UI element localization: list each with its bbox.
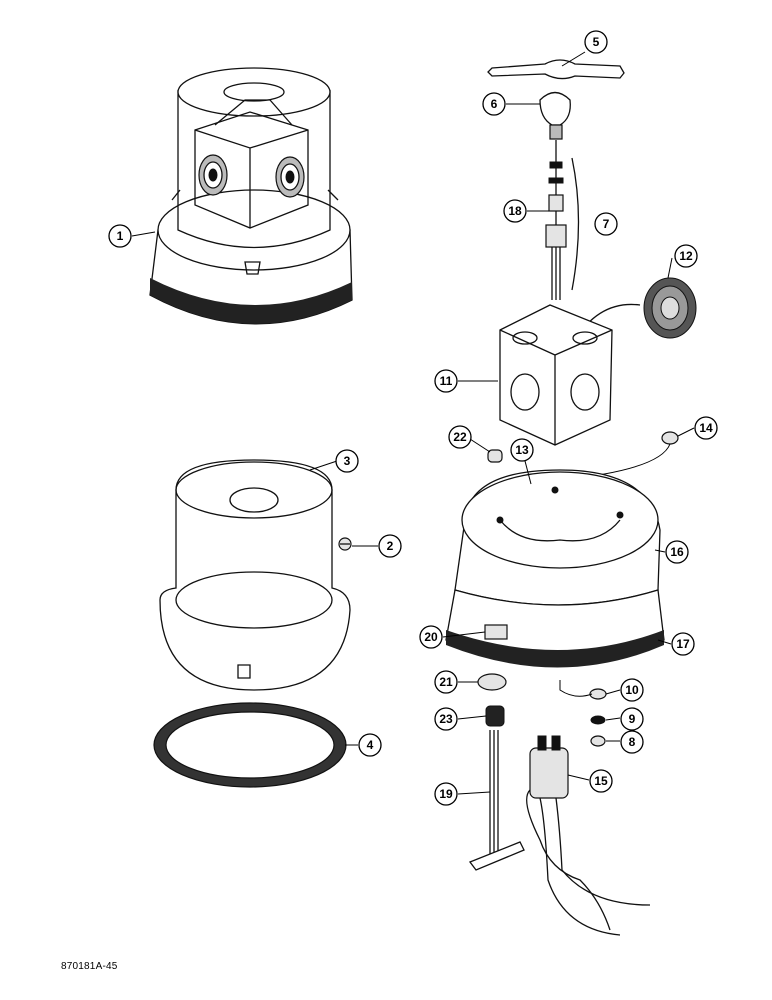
- callout-16: 16: [665, 540, 689, 564]
- callout-22: 22: [448, 425, 472, 449]
- svg-text:12: 12: [679, 249, 693, 263]
- callout-3: 3: [335, 449, 359, 473]
- svg-text:2: 2: [387, 539, 394, 553]
- svg-text:19: 19: [439, 787, 453, 801]
- svg-text:8: 8: [629, 735, 636, 749]
- nut-23: [485, 705, 505, 727]
- svg-text:21: 21: [439, 675, 453, 689]
- svg-text:22: 22: [453, 430, 467, 444]
- washer-10: [589, 688, 607, 700]
- figure-code: 870181A-45: [61, 961, 118, 972]
- callout-5: 5: [584, 30, 608, 54]
- connector-cable: [526, 735, 651, 936]
- item-7-brace: [571, 157, 580, 291]
- bracket-wrench: [487, 59, 625, 80]
- callout-2: 2: [378, 534, 402, 558]
- callout-7: 7: [594, 212, 618, 236]
- callout-8: 8: [620, 730, 644, 754]
- svg-text:23: 23: [439, 712, 453, 726]
- callout-10: 10: [620, 678, 644, 702]
- svg-text:6: 6: [491, 97, 498, 111]
- callout-14: 14: [694, 416, 718, 440]
- svg-text:14: 14: [699, 421, 713, 435]
- callout-12: 12: [674, 244, 698, 268]
- t-bolt: [468, 730, 525, 871]
- svg-text:10: 10: [625, 683, 639, 697]
- lens-dome: [159, 459, 351, 691]
- svg-text:15: 15: [594, 774, 608, 788]
- callout-17: 17: [671, 632, 695, 656]
- callout-18: 18: [503, 199, 527, 223]
- lamp-bracket-cube: [499, 304, 613, 446]
- assembled-beacon: [149, 67, 353, 325]
- svg-text:4: 4: [367, 738, 374, 752]
- svg-text:3: 3: [344, 454, 351, 468]
- callout-9: 9: [620, 707, 644, 731]
- svg-text:1: 1: [117, 229, 124, 243]
- svg-text:9: 9: [629, 712, 636, 726]
- svg-text:16: 16: [670, 545, 684, 559]
- svg-text:20: 20: [424, 630, 438, 644]
- callout-6: 6: [482, 92, 506, 116]
- callout-20: 20: [419, 625, 443, 649]
- socket-stack: [545, 140, 567, 300]
- svg-text:13: 13: [515, 443, 529, 457]
- svg-text:5: 5: [593, 35, 600, 49]
- reflector: [569, 277, 697, 341]
- bulb: [539, 91, 571, 140]
- callout-23: 23: [434, 707, 458, 731]
- gasket: [153, 702, 347, 788]
- svg-text:17: 17: [676, 637, 690, 651]
- callout-21: 21: [434, 670, 458, 694]
- washer-9: [590, 715, 606, 725]
- svg-text:18: 18: [508, 204, 522, 218]
- nut-8: [590, 735, 606, 747]
- callout-4: 4: [358, 733, 382, 757]
- base-housing: [445, 469, 665, 668]
- callout-1: 1: [108, 224, 132, 248]
- svg-text:7: 7: [603, 217, 610, 231]
- screw: [338, 537, 364, 551]
- callout-13: 13: [510, 438, 534, 462]
- svg-text:11: 11: [440, 374, 453, 388]
- wire-lead: [559, 680, 593, 697]
- callout-15: 15: [589, 769, 613, 793]
- callout-11: 11: [434, 369, 458, 393]
- callout-19: 19: [434, 782, 458, 806]
- leader-lines: [131, 51, 695, 795]
- grommet-21: [477, 673, 507, 691]
- spacer-22: [487, 449, 503, 463]
